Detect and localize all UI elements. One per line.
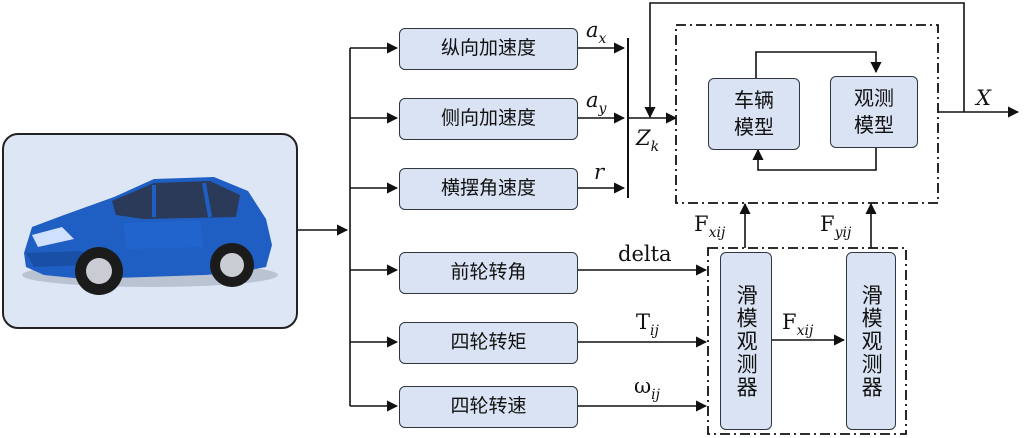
vehicle-to-observation-feedback bbox=[755, 51, 882, 78]
x-feedback-loop bbox=[644, 2, 965, 119]
blue-hatchback-car-icon bbox=[22, 177, 278, 295]
vehicle-image-panel bbox=[2, 133, 298, 329]
observation-model-box: 观测 模型 bbox=[830, 76, 918, 148]
lower-observer-group bbox=[707, 247, 907, 435]
signal-ay-label: ay bbox=[586, 88, 607, 117]
signal-fyij-up-label: Fyij bbox=[820, 212, 852, 241]
longitudinal-accel-box: 纵向加速度 bbox=[399, 28, 578, 70]
signal-tij-label: Tij bbox=[636, 310, 659, 339]
signal-zk-label: Zk bbox=[636, 126, 660, 155]
wheel-speed-box: 四轮转速 bbox=[399, 386, 578, 428]
wheel-torque-box: 四轮转矩 bbox=[399, 322, 578, 364]
signal-wij-label: ωij bbox=[634, 374, 660, 403]
signal-fxij-up-label: Fxij bbox=[694, 212, 726, 241]
observation-to-vehicle-feedback bbox=[752, 148, 877, 171]
signal-ax-label: ax bbox=[586, 18, 607, 47]
signal-r-label: r bbox=[594, 160, 605, 184]
sliding-mode-observer-2: 滑模观测器 bbox=[846, 252, 896, 430]
sliding-mode-observer-1: 滑模观测器 bbox=[720, 252, 772, 430]
yaw-rate-box: 横摆角速度 bbox=[399, 168, 578, 210]
signal-delta-label: delta bbox=[618, 242, 672, 266]
lateral-accel-box: 侧向加速度 bbox=[399, 98, 578, 140]
vehicle-model-box: 车辆 模型 bbox=[708, 78, 800, 150]
signal-x-output-label: X bbox=[976, 86, 991, 110]
front-wheel-angle-box: 前轮转角 bbox=[399, 252, 578, 294]
signal-fxij-mid-label: Fxij bbox=[782, 310, 814, 339]
